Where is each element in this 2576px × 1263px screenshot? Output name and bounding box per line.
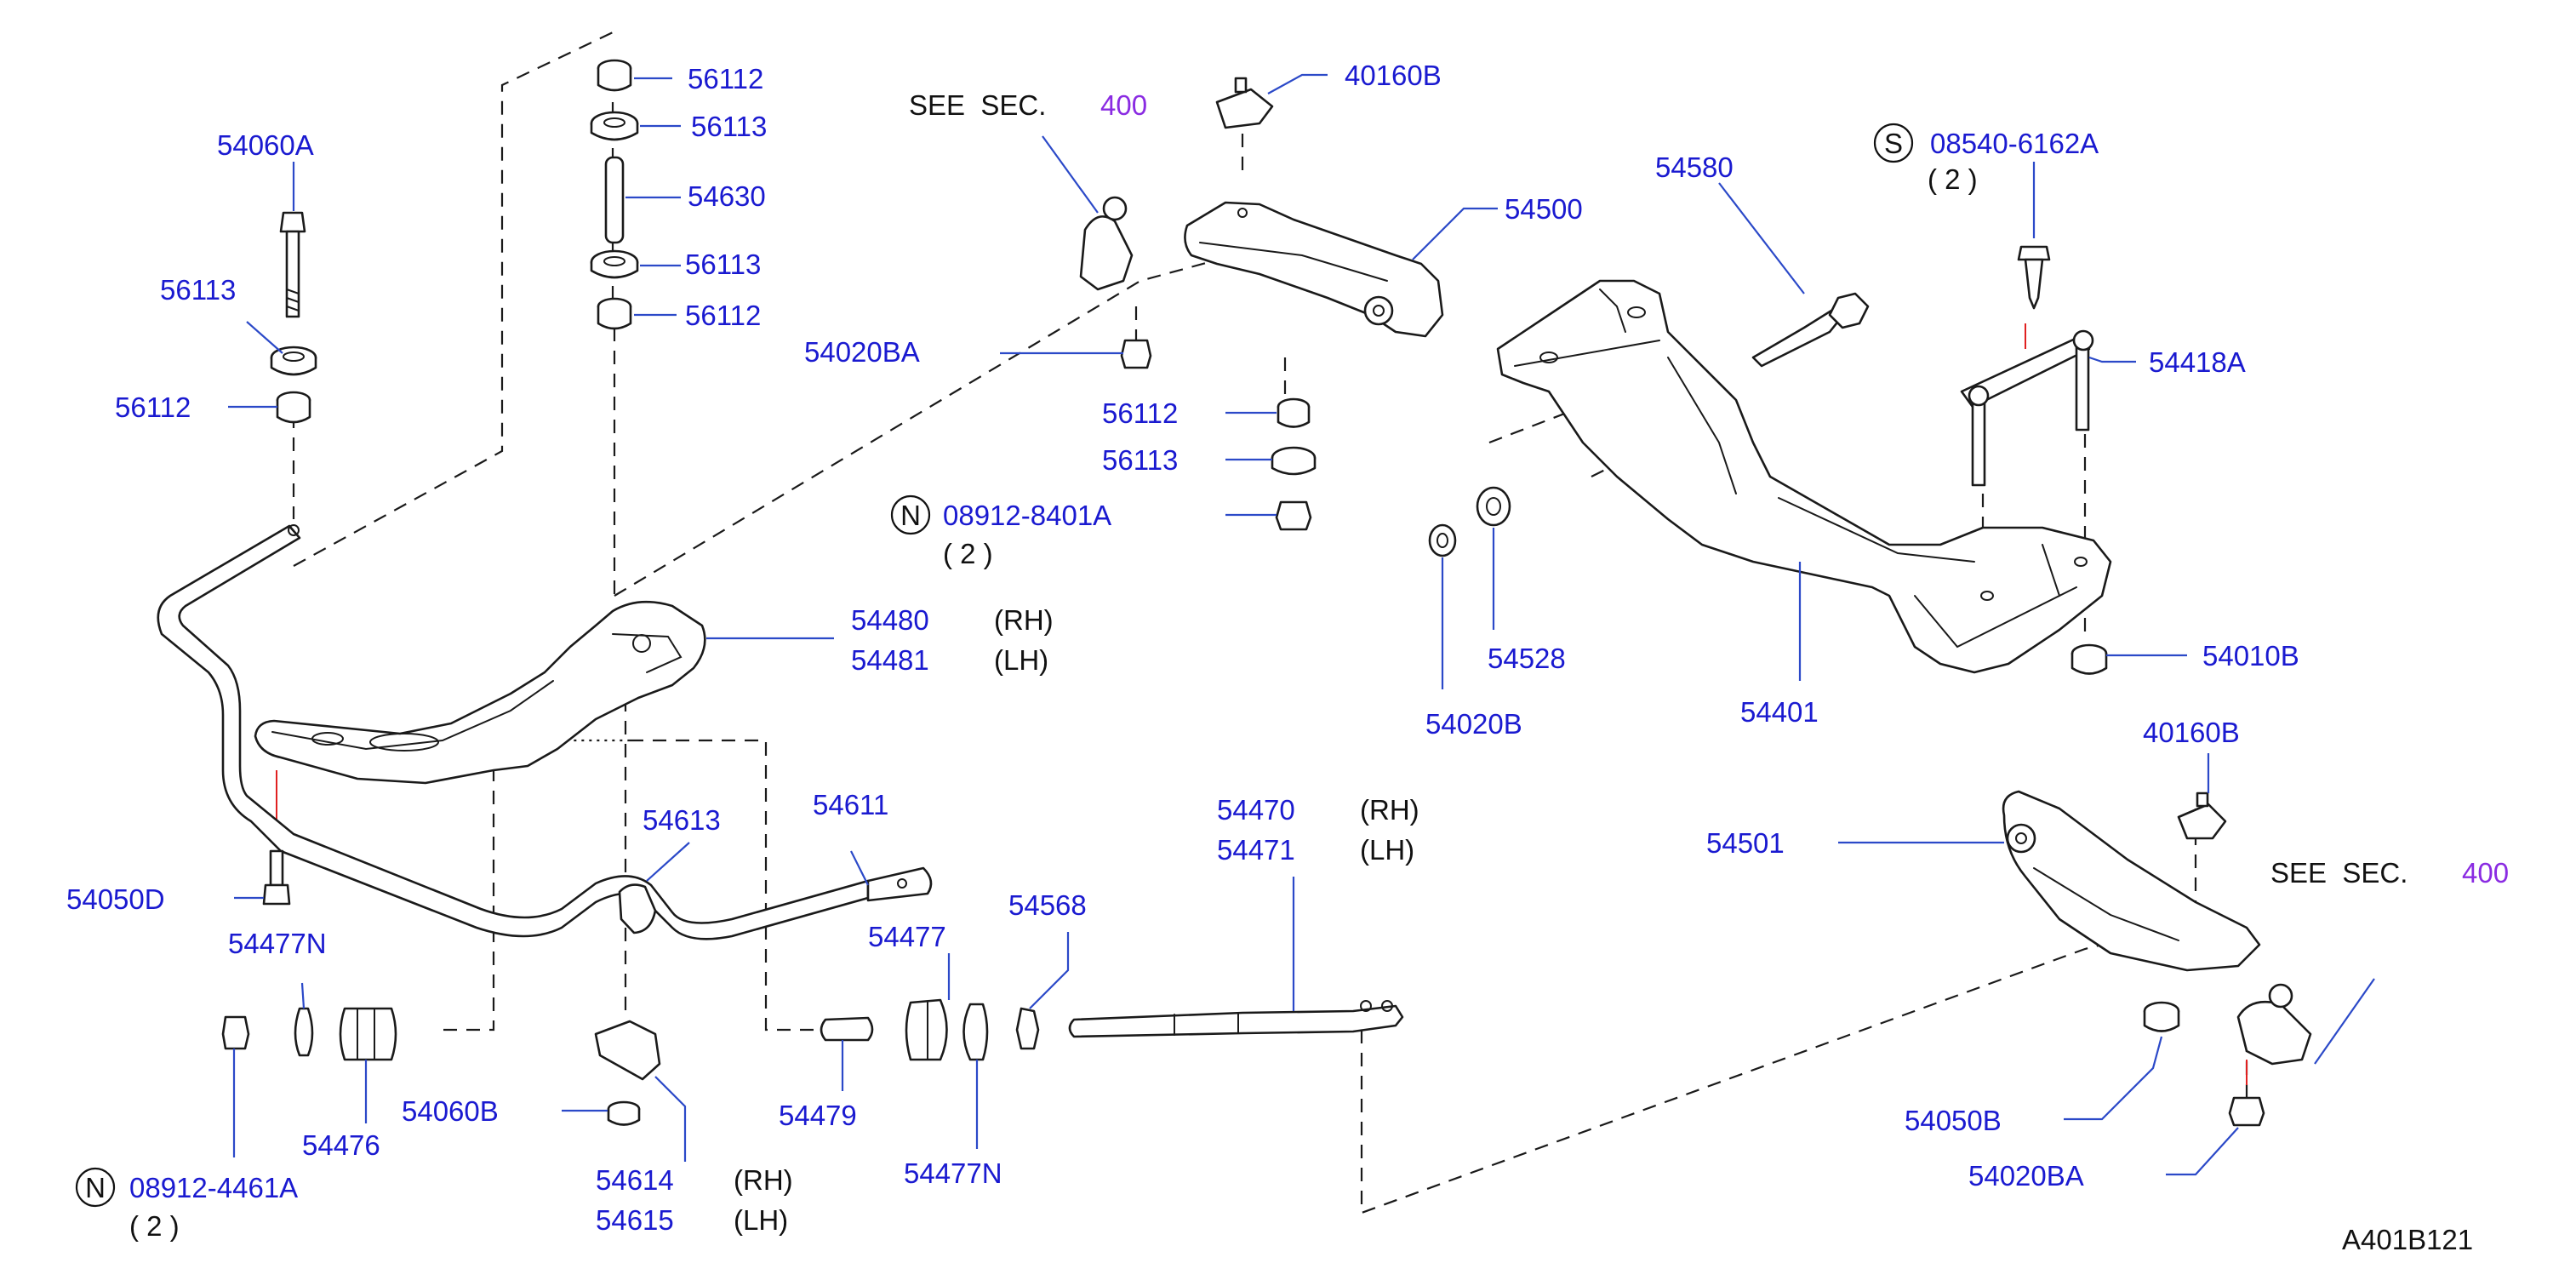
part-drawings: [157, 59, 2312, 1127]
label-54471: 54471: [1217, 834, 1295, 866]
label-56113-mid: 56113: [1102, 444, 1178, 476]
label-54501: 54501: [1706, 827, 1785, 859]
label-54528: 54528: [1488, 643, 1566, 674]
circle-n-mark-2: [75, 1167, 116, 1208]
label-54611: 54611: [813, 789, 888, 820]
diagram-code: A401B121: [2342, 1224, 2473, 1255]
label-54020BA-right: 54020BA: [1968, 1160, 2084, 1192]
label-54020B: 54020B: [1425, 708, 1522, 740]
circle-n-letter-1: N: [900, 500, 921, 531]
rh-note-54480: (RH): [994, 604, 1054, 636]
label-54477: 54477: [868, 921, 946, 952]
label-54580: 54580: [1655, 151, 1734, 183]
see-sec-400-right[interactable]: 400: [2462, 857, 2509, 889]
label-54615: 54615: [596, 1204, 674, 1236]
label-54480: 54480: [851, 604, 929, 636]
qty-note-4461A: ( 2 ): [129, 1210, 180, 1242]
label-56112-mid: 56112: [1102, 397, 1178, 429]
label-54050B: 54050B: [1905, 1105, 2002, 1136]
callout-circles: N S N: [75, 123, 1914, 1208]
rh-note-54470: (RH): [1360, 794, 1419, 826]
label-54060B: 54060B: [402, 1095, 499, 1127]
label-54614: 54614: [596, 1164, 674, 1196]
circle-n-letter-2: N: [85, 1172, 106, 1203]
transverse-link-lower: [2002, 790, 2261, 972]
label-54010B: 54010B: [2202, 640, 2299, 672]
label-54481: 54481: [851, 644, 929, 676]
label-54476: 54476: [302, 1129, 380, 1161]
compression-rod: [1068, 1004, 1404, 1038]
label-54477N-left: 54477N: [228, 928, 327, 959]
transverse-link-upper: [1184, 201, 1444, 338]
label-08912-4461A: 08912-4461A: [129, 1172, 298, 1203]
label-54401: 54401: [1740, 696, 1819, 728]
label-54630: 54630: [688, 180, 766, 212]
label-54568: 54568: [1008, 889, 1087, 921]
label-56113-left: 56113: [160, 274, 236, 306]
label-56113-top1: 56113: [691, 111, 767, 142]
label-40160B-right: 40160B: [2143, 717, 2240, 748]
label-54477N-right: 54477N: [904, 1157, 1002, 1189]
label-54613: 54613: [643, 804, 721, 836]
qty-note-8401A: ( 2 ): [943, 538, 993, 569]
label-54470: 54470: [1217, 794, 1295, 826]
label-54050D: 54050D: [66, 883, 165, 915]
label-08540-6162A: 08540-6162A: [1930, 128, 2099, 159]
label-08912-8401A: 08912-8401A: [943, 500, 1111, 531]
circle-s-mark: [1873, 123, 1914, 163]
label-54020BA-top: 54020BA: [804, 336, 920, 368]
see-sec-note-top: SEE SEC.: [909, 89, 1046, 121]
label-56112-top2: 56112: [685, 300, 761, 331]
leader-lines: [228, 73, 2375, 1176]
circle-n-mark-1: [890, 494, 931, 535]
label-40160B-top: 40160B: [1345, 60, 1442, 91]
see-sec-400-top[interactable]: 400: [1100, 89, 1147, 121]
label-54418A: 54418A: [2149, 346, 2246, 378]
lh-note-54481: (LH): [994, 644, 1048, 676]
see-sec-note-right: SEE SEC.: [2270, 857, 2408, 889]
front-suspension-member: [1496, 279, 2112, 674]
circle-s-letter: S: [1884, 128, 1903, 159]
label-54479: 54479: [779, 1100, 857, 1131]
lh-note-54471: (LH): [1360, 834, 1414, 866]
label-56113-top2: 56113: [685, 249, 761, 280]
label-54060A: 54060A: [217, 129, 314, 161]
qty-note-6162A: ( 2 ): [1928, 163, 1978, 195]
lh-note-54615: (LH): [734, 1204, 788, 1236]
compression-rod-bracket: [254, 600, 706, 785]
part-labels: 54060A 56113 56112 56112 56113 54630 561…: [66, 60, 2509, 1255]
rh-note-54614: (RH): [734, 1164, 793, 1196]
label-56112-top1: 56112: [688, 63, 763, 94]
label-56112-left: 56112: [115, 391, 191, 423]
label-54500: 54500: [1505, 193, 1583, 225]
